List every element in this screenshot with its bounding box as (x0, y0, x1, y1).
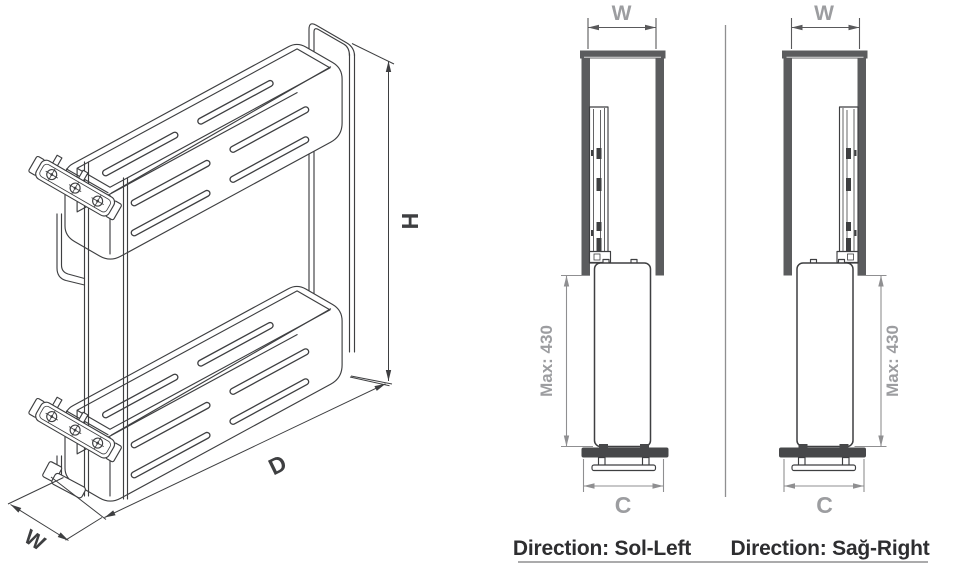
iso-width-label: W (20, 525, 49, 555)
back-rails-and-handle (308, 23, 356, 371)
top-basket (65, 44, 342, 259)
iso-depth-label: D (264, 449, 290, 480)
view-right-width-label: W (814, 2, 834, 25)
bottom-basket (65, 286, 342, 501)
view-right-clearance-label: C (816, 492, 833, 518)
caption-sag-right: Direction: Sağ-Right (731, 537, 930, 560)
front-support-rods (83, 161, 129, 500)
view-left-clearance-label: C (615, 492, 632, 518)
caption-sol-left: Direction: Sol-Left (513, 537, 691, 560)
height-dimension: H (350, 43, 423, 385)
isometric-view: H D W (7, 23, 423, 556)
view-left-width-label: W (612, 2, 632, 25)
view-right-max-label: Max: 430 (883, 325, 902, 397)
iso-height-label: H (397, 213, 423, 230)
pull-handle (308, 23, 356, 59)
view-left-max-label: Max: 430 (537, 325, 556, 397)
elevation-view-sag-right: W Max: 430 C Direction: Sağ-Right (731, 2, 930, 560)
elevation-view-sol-left: W Max: 430 C Direction: Sol-Left (513, 2, 692, 560)
